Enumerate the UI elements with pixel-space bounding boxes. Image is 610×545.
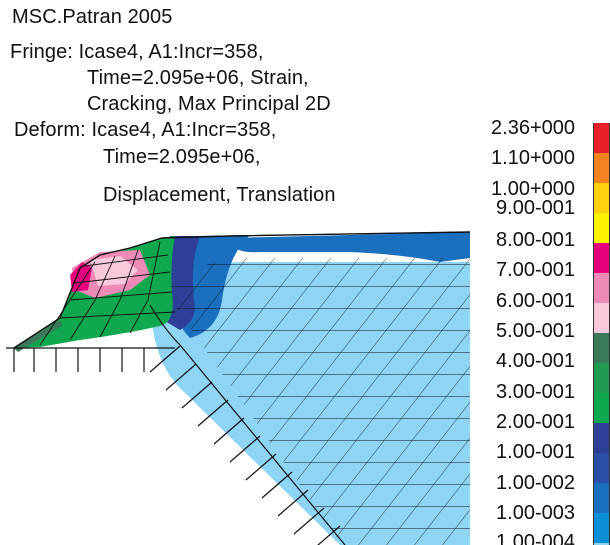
legend-label-13: 1.00-003 [496, 502, 575, 524]
legend-label-1: 1.10+000 [491, 147, 575, 169]
legend-swatch-10 [593, 423, 610, 453]
legend-label-3: 9.00-001 [496, 197, 575, 219]
legend-label-2: 1.00+000 [491, 178, 575, 200]
legend-swatch-11 [593, 453, 610, 483]
app-title: MSC.Patran 2005 [12, 6, 173, 28]
legend-label-0: 2.36+000 [491, 117, 575, 139]
fringe-line-2: Time=2.095e+06, Strain, [87, 67, 309, 89]
fringe-line-3: Cracking, Max Principal 2D [87, 93, 331, 115]
legend-swatch-9 [593, 393, 610, 423]
ground-support-slope [149, 345, 341, 545]
legend-swatch-1 [593, 153, 610, 183]
mesh-region-blue-top [230, 232, 470, 262]
deform-line-1: Deform: Icase4, A1:Incr=358, [14, 119, 277, 141]
legend-swatch-6 [593, 303, 610, 333]
legend-label-7: 5.00-001 [496, 320, 575, 342]
legend-label-11: 1.00-001 [496, 441, 575, 463]
legend-swatch-7 [593, 333, 610, 363]
legend-swatch-8 [593, 363, 610, 393]
body-outline [13, 231, 471, 349]
legend-swatch-4 [593, 243, 610, 273]
deform-line-3: Displacement, Translation [103, 184, 336, 206]
legend-swatch-2 [593, 183, 610, 213]
legend-swatch-3 [593, 213, 610, 243]
legend-label-4: 8.00-001 [496, 229, 575, 251]
legend-swatch-12 [593, 483, 610, 513]
ground-support-left [6, 347, 175, 372]
fringe-line-1: Fringe: Icase4, A1:Incr=358, [10, 41, 264, 63]
legend-label-10: 2.00-001 [496, 411, 575, 433]
legend-label-9: 3.00-001 [496, 381, 575, 403]
mesh-region-darkgreen [14, 320, 62, 352]
legend-label-8: 4.00-001 [496, 350, 575, 372]
legend-swatch-5 [593, 273, 610, 303]
legend-label-5: 7.00-001 [496, 259, 575, 281]
legend-label-12: 1.00-002 [496, 472, 575, 494]
legend-swatch-13 [593, 513, 610, 543]
legend-label-14: 1.00-004 [496, 531, 575, 545]
slope-outline [149, 304, 346, 545]
deform-line-2: Time=2.095e+06, [103, 146, 261, 168]
legend-swatch-0 [593, 123, 610, 153]
legend-label-6: 6.00-001 [496, 290, 575, 312]
mesh-region-magenta [70, 262, 92, 292]
